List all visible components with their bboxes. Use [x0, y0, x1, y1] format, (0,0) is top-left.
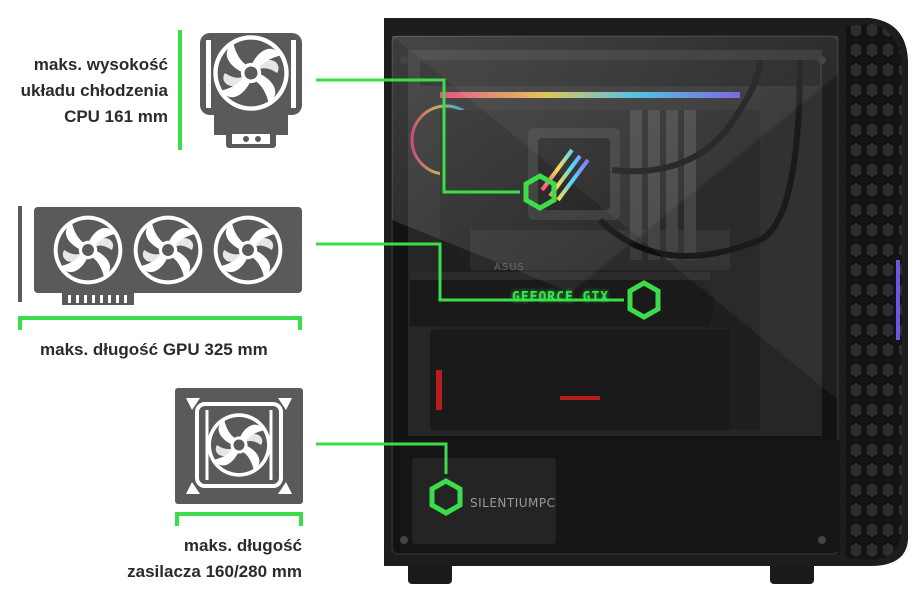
motherboard-brand-label: ASUS — [494, 262, 525, 273]
gpu-brand-label: GEFORCE GTX — [512, 290, 610, 305]
psu-spec-line: zasilacza 160/280 mm — [127, 562, 302, 581]
gpu-hex-marker — [627, 280, 661, 320]
cpu-cooler-spec: maks. wysokość układu chłodzenia CPU 161… — [20, 52, 168, 130]
cpu-connector — [316, 78, 557, 211]
cpu-hex-marker — [523, 173, 557, 211]
psu-shroud-brand-label: SILENTIUMPC — [470, 496, 556, 510]
gpu-connector — [316, 242, 661, 320]
psu-spec: maks. długość zasilacza 160/280 mm — [80, 533, 302, 585]
gpu-spec-line: maks. długość GPU 325 mm — [40, 340, 268, 359]
graphics-card-icon — [18, 206, 302, 330]
cpu-spec-line: maks. wysokość — [33, 55, 168, 74]
pc-case — [384, 18, 908, 584]
gpu-spec: maks. długość GPU 325 mm — [40, 337, 302, 363]
cpu-cooler-icon — [178, 30, 302, 150]
cpu-spec-line: CPU 161 mm — [64, 107, 168, 126]
psu-connector — [316, 442, 463, 516]
psu-hex-marker — [429, 478, 463, 516]
psu-spec-line: maks. długość — [183, 536, 302, 555]
power-supply-icon — [175, 388, 303, 526]
cpu-spec-line: układu chłodzenia — [20, 81, 168, 100]
